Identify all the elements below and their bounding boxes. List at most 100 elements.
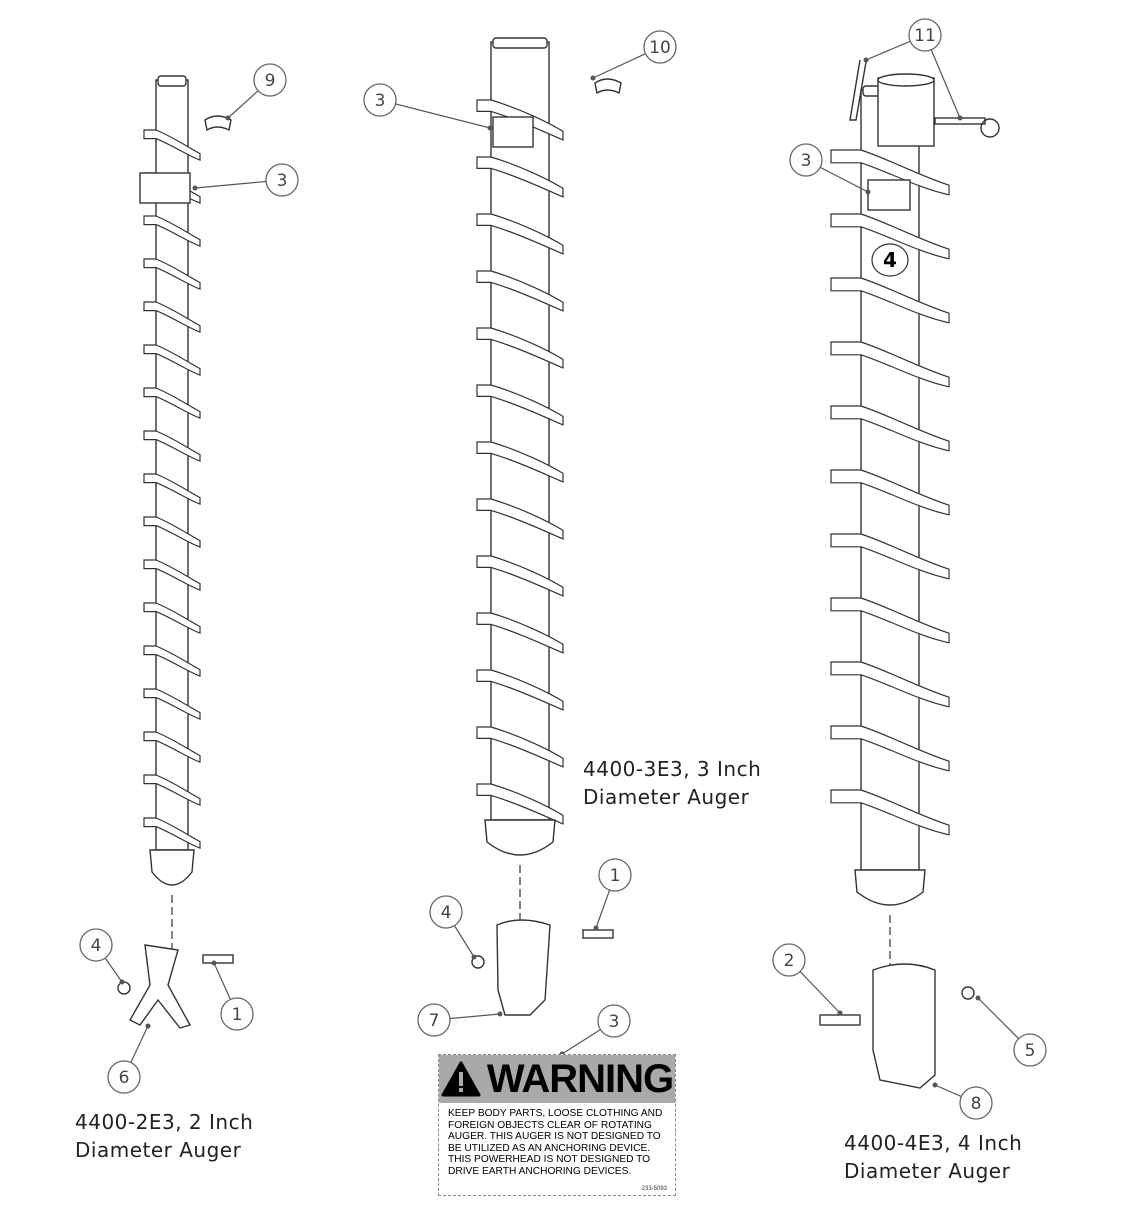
callout-balloon: 3 bbox=[363, 83, 493, 131]
auger-flight bbox=[143, 344, 201, 376]
callout-number: 3 bbox=[609, 1012, 620, 1032]
callout-circle bbox=[417, 1003, 451, 1037]
leader-arrow-icon bbox=[192, 185, 198, 191]
caption-line2: Diameter Auger bbox=[75, 1138, 242, 1162]
leader-arrow-icon bbox=[487, 125, 493, 131]
auger-shaft bbox=[155, 79, 189, 851]
auger-flight bbox=[143, 645, 201, 677]
auger-flight bbox=[143, 731, 201, 763]
callout-balloon: 3 bbox=[192, 163, 299, 197]
caption-4-inch-auger: 4400-4E3, 4 Inch Diameter Auger bbox=[844, 1129, 1022, 1185]
auger-flight bbox=[830, 725, 950, 772]
bit-holder bbox=[149, 849, 195, 886]
auger-flight bbox=[476, 555, 564, 597]
callout-number: 3 bbox=[375, 91, 386, 111]
warning-line: FOREIGN OBJECTS CLEAR OF ROTATING bbox=[448, 1119, 652, 1131]
auger-flight bbox=[143, 129, 201, 161]
auger-flight bbox=[830, 277, 950, 324]
leader-arrow-icon bbox=[932, 1082, 938, 1088]
warning-line: AUGER. THIS AUGER IS NOT DESIGNED TO bbox=[448, 1131, 661, 1143]
leader-arrow-icon bbox=[225, 115, 231, 121]
auger-flight bbox=[143, 258, 201, 290]
callout-circle bbox=[908, 18, 942, 52]
warning-label: WARNING KEEP BODY PARTS, LOOSE CLOTHING … bbox=[438, 1054, 676, 1196]
callout-circle bbox=[429, 895, 463, 929]
bolt bbox=[202, 954, 234, 964]
auger-flight bbox=[476, 270, 564, 312]
auger-3-inch bbox=[476, 37, 564, 925]
auger-4-inch bbox=[830, 85, 950, 975]
bolt bbox=[819, 1014, 861, 1026]
callout-circle bbox=[643, 30, 677, 64]
warning-title: WARNING bbox=[486, 1056, 674, 1101]
callout-balloon: 8 bbox=[932, 1082, 993, 1120]
spiral-bit-3-inch bbox=[496, 919, 551, 1016]
fishtail-bit bbox=[129, 944, 192, 1029]
callout-balloon: 1 bbox=[211, 960, 254, 1031]
retaining-clip bbox=[204, 115, 232, 132]
callout-balloon: 11 bbox=[863, 18, 963, 121]
auger-flight bbox=[476, 612, 564, 654]
auger-flight bbox=[830, 149, 950, 196]
callout-number: 10 bbox=[649, 38, 671, 58]
callout-circle bbox=[959, 1086, 993, 1120]
callout-number: 9 bbox=[265, 71, 276, 91]
hex-nut bbox=[961, 986, 975, 1000]
callout-number: 3 bbox=[801, 151, 812, 171]
auger-flight bbox=[476, 441, 564, 483]
retaining-clip bbox=[594, 78, 622, 95]
size-mark-text: 4 bbox=[883, 248, 897, 272]
callout-number: 1 bbox=[610, 866, 621, 886]
caption-line2: Diameter Auger bbox=[583, 785, 750, 809]
auger-shaft bbox=[490, 41, 550, 821]
auger-flight bbox=[143, 817, 201, 849]
callout-number: 3 bbox=[277, 171, 288, 191]
warning-line: BE UTILIZED AS AN ANCHORING DEVICE. bbox=[448, 1142, 651, 1154]
leader-arrow-icon bbox=[211, 960, 217, 966]
auger-flight bbox=[143, 215, 201, 247]
warning-part-number: 233-5093 bbox=[641, 1186, 667, 1192]
callout-circle bbox=[253, 63, 287, 97]
leader-arrow-icon bbox=[119, 979, 125, 985]
caption-line1: 4400-4E3, 4 Inch bbox=[844, 1131, 1023, 1155]
bit-holder bbox=[854, 869, 926, 906]
caption-line1: 4400-3E3, 3 Inch bbox=[583, 757, 762, 781]
callout-circle bbox=[363, 83, 397, 117]
leader-arrow-icon bbox=[975, 995, 981, 1001]
callout-circle bbox=[265, 163, 299, 197]
pin-ring bbox=[980, 118, 1000, 138]
callout-number: 4 bbox=[441, 903, 452, 923]
auger-flight bbox=[143, 516, 201, 548]
leader-arrow-icon bbox=[471, 954, 477, 960]
warning-header: WARNING bbox=[439, 1055, 675, 1103]
auger-flight bbox=[830, 213, 950, 260]
callout-circle bbox=[79, 928, 113, 962]
leader-arrow-icon bbox=[497, 1011, 503, 1017]
caption-line1: 4400-2E3, 2 Inch bbox=[75, 1110, 254, 1134]
callout-circle bbox=[1013, 1033, 1047, 1067]
auger-drive-head bbox=[492, 37, 548, 49]
drive-collar-top bbox=[877, 73, 935, 87]
callout-circle bbox=[598, 858, 632, 892]
auger-flight bbox=[476, 783, 564, 825]
callout-balloon: 6 bbox=[107, 1023, 151, 1094]
auger-flight bbox=[830, 341, 950, 388]
warning-triangle-icon bbox=[441, 1061, 481, 1097]
callout-number: 4 bbox=[91, 936, 102, 956]
auger-flight bbox=[830, 533, 950, 580]
auger-flight bbox=[476, 726, 564, 768]
callout-number: 8 bbox=[971, 1094, 982, 1114]
size-mark bbox=[871, 243, 909, 277]
callout-balloon: 4 bbox=[79, 928, 125, 985]
auger-flight bbox=[830, 405, 950, 452]
decal bbox=[492, 116, 534, 148]
auger-flight bbox=[830, 469, 950, 516]
caption-3-inch-auger: 4400-3E3, 3 Inch Diameter Auger bbox=[583, 755, 761, 811]
decal bbox=[867, 179, 911, 211]
callout-balloon: 3 bbox=[789, 143, 871, 195]
auger-flight bbox=[143, 559, 201, 591]
auger-flight bbox=[143, 774, 201, 806]
auger-flight bbox=[143, 473, 201, 505]
auger-flight bbox=[476, 669, 564, 711]
